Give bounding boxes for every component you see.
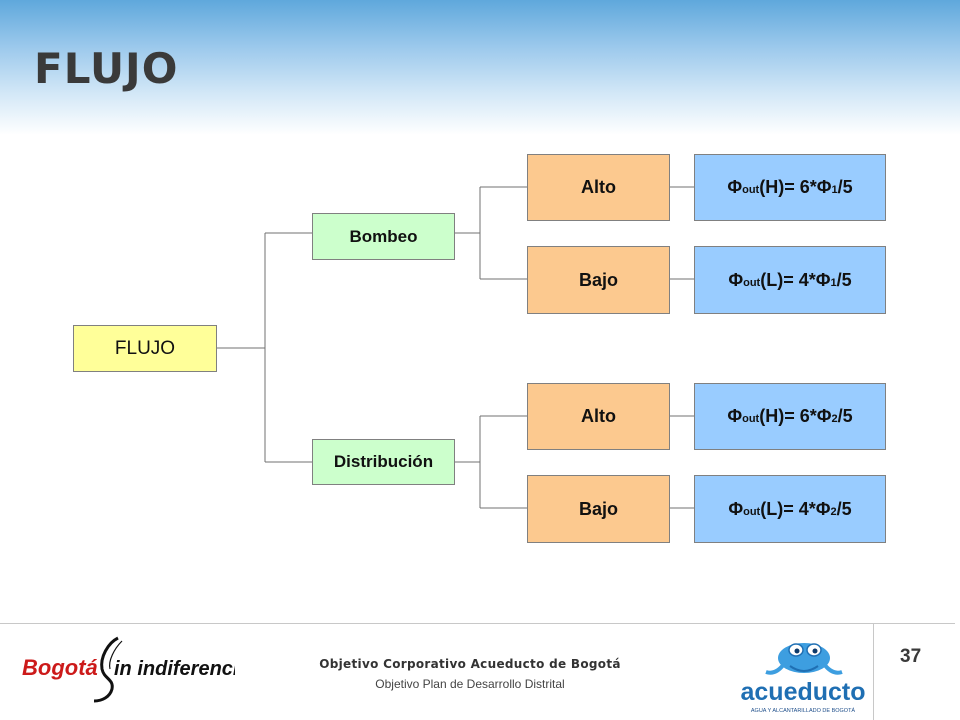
level-node-label: Alto xyxy=(581,177,616,197)
formula-text: Φout(H)= 6*Φ2/5 xyxy=(727,406,853,426)
logo-text-acueducto: acueducto xyxy=(740,678,865,706)
page-number: 37 xyxy=(900,646,922,667)
formula-node-distribucion-bajo: Φout(L)= 4*Φ2/5 xyxy=(694,475,886,543)
frog-logo-icon: acueducto AGUA Y ALCANTARILLADO DE BOGOT… xyxy=(740,643,866,714)
root-node: FLUJO xyxy=(73,325,217,372)
bogota-logo-icon: Bogotá in indiferencia xyxy=(22,636,235,703)
footer-main-text: Objetivo Corporativo Acueducto de Bogotá xyxy=(319,657,621,671)
formula-text: Φout(L)= 4*Φ1/5 xyxy=(728,269,852,290)
page-title: FLUJO xyxy=(34,44,179,93)
footer-divider xyxy=(0,623,955,624)
formula-text: Φout(H)= 6*Φ1/5 xyxy=(727,177,853,197)
branch-node-label: Distribución xyxy=(333,452,434,471)
level-node-distribucion-bajo: Bajo xyxy=(527,475,670,543)
level-node-bombeo-bajo: Bajo xyxy=(527,246,670,314)
formula-node-bombeo-bajo: Φout(L)= 4*Φ1/5 xyxy=(694,246,886,314)
level-node-distribucion-alto: Alto xyxy=(527,383,670,450)
branch-node-label: Bombeo xyxy=(349,226,418,246)
logo-text-sin-indiferencia: in indiferencia xyxy=(114,658,235,680)
logo-tagline: AGUA Y ALCANTARILLADO DE BOGOTÁ xyxy=(751,707,856,714)
level-node-label: Alto xyxy=(581,406,616,426)
formula-node-bombeo-alto: Φout(H)= 6*Φ1/5 xyxy=(694,154,886,221)
footer-divider-vertical xyxy=(873,623,874,720)
header-band xyxy=(0,0,960,135)
level-node-label: Bajo xyxy=(578,498,618,519)
level-node-bombeo-alto: Alto xyxy=(527,154,670,221)
logo-text-bogota: Bogotá xyxy=(22,655,98,680)
branch-node-bombeo: Bombeo xyxy=(312,213,455,260)
formula-node-distribucion-alto: Φout(H)= 6*Φ2/5 xyxy=(694,383,886,450)
branch-node-distribucion: Distribución xyxy=(312,439,455,485)
formula-text: Φout(L)= 4*Φ2/5 xyxy=(728,498,852,519)
footer-sub-text: Objetivo Plan de Desarrollo Distrital xyxy=(375,677,565,691)
level-node-label: Bajo xyxy=(578,269,618,290)
root-node-label: FLUJO xyxy=(114,337,176,359)
